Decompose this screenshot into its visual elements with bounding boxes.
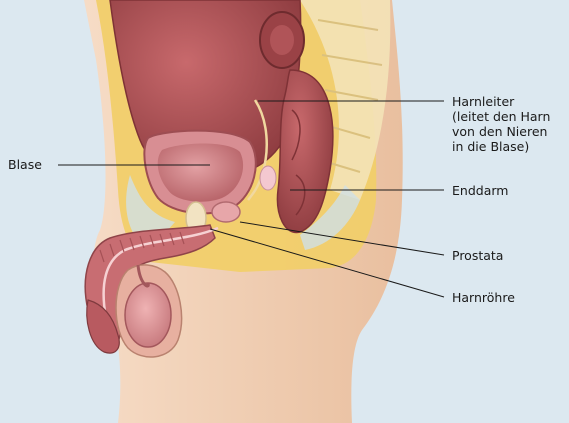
label-harnleiter: Harnleiter (leitet den Harn von den Nier…: [452, 94, 550, 154]
prostate: [212, 202, 240, 222]
label-blase: Blase: [8, 157, 42, 172]
label-enddarm: Enddarm: [452, 183, 508, 198]
seminal-vesicle: [260, 166, 276, 190]
label-harnroehre: Harnröhre: [452, 290, 515, 305]
label-prostata: Prostata: [452, 248, 503, 263]
testis: [125, 283, 171, 347]
